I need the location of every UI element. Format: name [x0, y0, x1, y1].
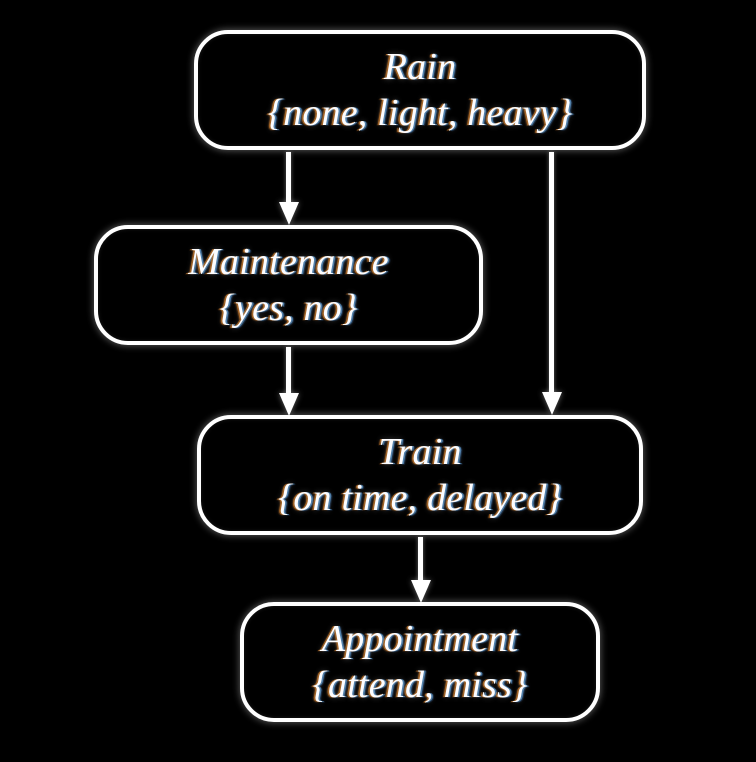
- node-maintenance-states: {yes, no}: [219, 287, 358, 329]
- node-train[interactable]: Train {on time, delayed}: [197, 415, 643, 535]
- node-maintenance[interactable]: Maintenance {yes, no}: [94, 225, 483, 345]
- node-maintenance-name: Maintenance: [188, 240, 389, 283]
- node-rain[interactable]: Rain {none, light, heavy}: [194, 30, 646, 150]
- node-appointment-name: Appointment: [321, 617, 519, 660]
- edge-line: [418, 537, 423, 582]
- node-train-name: Train: [378, 430, 462, 473]
- edge-line: [286, 152, 291, 204]
- node-train-states: {on time, delayed}: [277, 477, 563, 519]
- node-appointment-states: {attend, miss}: [312, 664, 528, 706]
- edge-line: [549, 152, 554, 394]
- node-appointment[interactable]: Appointment {attend, miss}: [240, 602, 600, 722]
- arrowhead-down-icon: [278, 393, 299, 416]
- node-rain-name: Rain: [383, 45, 457, 88]
- edge-line: [286, 347, 291, 395]
- arrowhead-down-icon: [541, 392, 562, 415]
- arrowhead-down-icon: [410, 580, 431, 603]
- node-rain-states: {none, light, heavy}: [267, 92, 573, 134]
- arrowhead-down-icon: [278, 202, 299, 225]
